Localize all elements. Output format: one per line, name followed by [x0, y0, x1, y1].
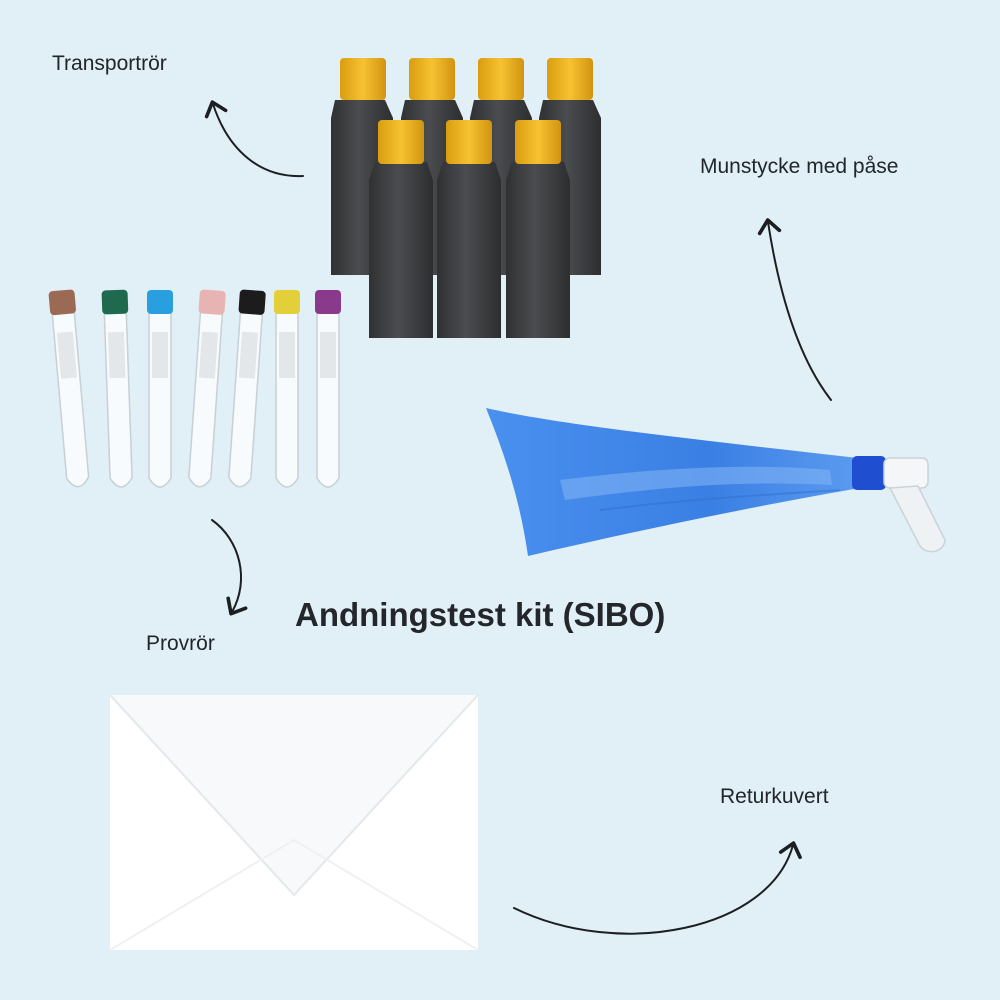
tube-cap	[48, 289, 76, 316]
tube-cap	[274, 290, 300, 314]
test-tube	[315, 290, 341, 488]
tube-cap	[238, 289, 266, 315]
tube-cap	[147, 290, 173, 314]
bottle	[369, 120, 433, 338]
label-returkuvert: Returkuvert	[720, 785, 829, 808]
return-envelope	[109, 694, 479, 951]
tube-cap	[315, 290, 341, 314]
test-tube	[48, 289, 90, 488]
tube-cap	[101, 289, 129, 315]
bottle	[506, 120, 570, 338]
test-tube	[228, 289, 266, 488]
test-tube	[147, 290, 173, 488]
test-tube	[274, 290, 300, 488]
label-munstycke-med-pase: Munstycke med påse	[700, 155, 899, 178]
arrow-transport-icon	[204, 100, 304, 178]
diagram-title: Andningstest kit (SIBO)	[295, 596, 666, 633]
label-transportror: Transportrör	[52, 52, 167, 75]
transport-bottles	[331, 58, 601, 338]
arrow-retur-icon	[513, 841, 802, 935]
arrow-provror-icon	[211, 519, 248, 616]
bottle	[437, 120, 501, 338]
arrow-munstycke-icon	[757, 218, 832, 401]
test-tube	[101, 289, 133, 488]
tube-cap	[198, 289, 226, 315]
mouthpiece-with-bag	[486, 408, 946, 556]
test-tubes	[48, 289, 341, 488]
label-provror: Provrör	[146, 632, 215, 655]
test-tube	[188, 289, 226, 488]
